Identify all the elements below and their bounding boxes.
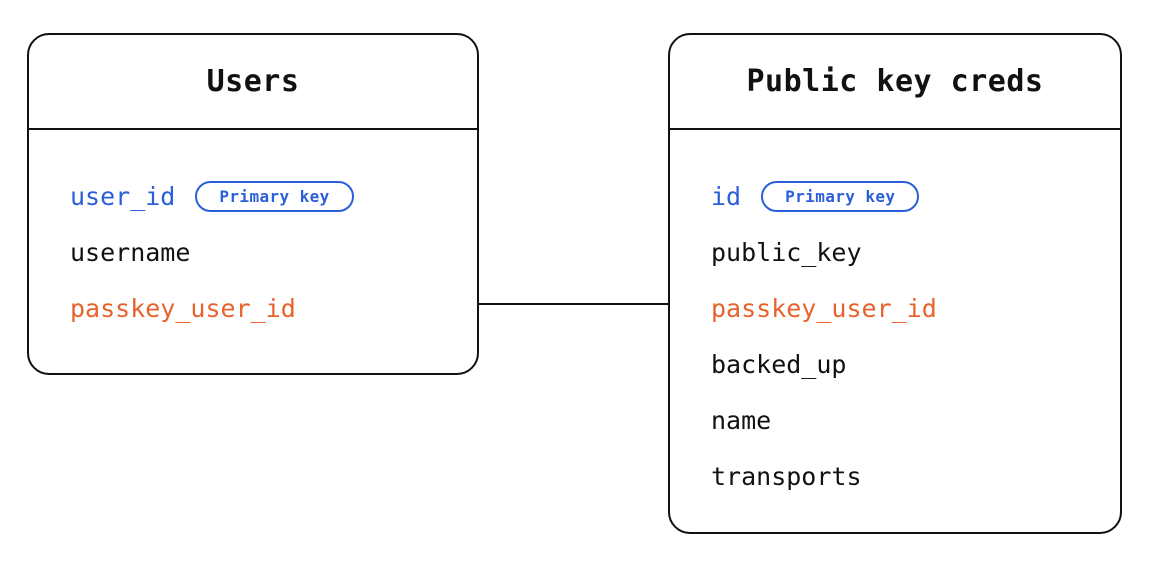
relationship-connector-line bbox=[478, 303, 670, 305]
field-row[interactable]: passkey_user_id bbox=[70, 280, 477, 336]
field-list-public-key-creds: id Primary key public_key passkey_user_i… bbox=[670, 128, 1120, 532]
field-name-public-key: public_key bbox=[711, 237, 862, 267]
field-row[interactable]: backed_up bbox=[711, 336, 1120, 392]
primary-key-badge: Primary key bbox=[195, 180, 354, 212]
field-row[interactable]: name bbox=[711, 392, 1120, 448]
entity-header-divider bbox=[29, 128, 477, 130]
field-row[interactable]: transports bbox=[711, 448, 1120, 504]
field-list-users: user_id Primary key username passkey_use… bbox=[29, 128, 477, 373]
field-row[interactable]: id Primary key bbox=[711, 168, 1120, 224]
field-name-backed-up: backed_up bbox=[711, 349, 847, 379]
entity-title-users: Users bbox=[206, 64, 300, 99]
entity-box-users[interactable]: Users user_id Primary key username passk… bbox=[27, 33, 479, 375]
field-name-transports: transports bbox=[711, 461, 862, 491]
field-name-passkey-user-id: passkey_user_id bbox=[711, 293, 937, 323]
primary-key-badge: Primary key bbox=[761, 180, 920, 212]
field-name-passkey-user-id: passkey_user_id bbox=[70, 293, 296, 323]
entity-box-public-key-creds[interactable]: Public key creds id Primary key public_k… bbox=[668, 33, 1122, 534]
field-row[interactable]: public_key bbox=[711, 224, 1120, 280]
field-name-id: id bbox=[711, 181, 742, 211]
entity-header-divider bbox=[670, 128, 1120, 130]
field-name-user-id: user_id bbox=[70, 181, 176, 211]
field-row[interactable]: user_id Primary key bbox=[70, 168, 477, 224]
field-row[interactable]: username bbox=[70, 224, 477, 280]
field-row[interactable]: passkey_user_id bbox=[711, 280, 1120, 336]
field-name-name: name bbox=[711, 405, 772, 435]
field-name-username: username bbox=[70, 237, 191, 267]
entity-title-public-key-creds: Public key creds bbox=[746, 64, 1044, 99]
